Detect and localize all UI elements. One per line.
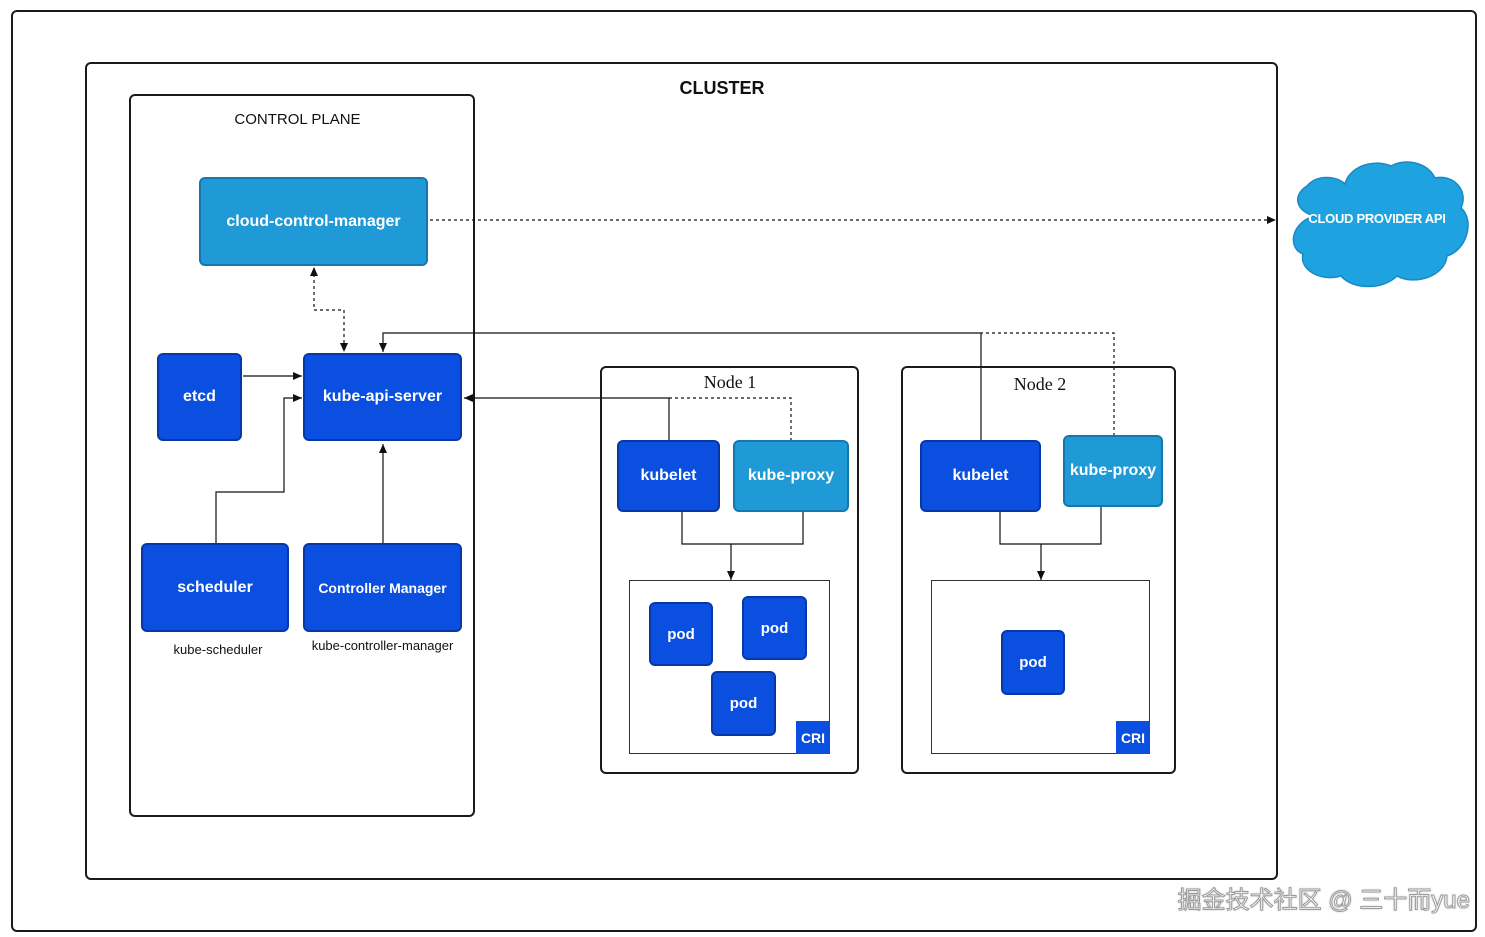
- cluster-title: CLUSTER: [679, 78, 765, 98]
- kube-api-server-box: kube-api-server: [303, 353, 462, 441]
- control-plane-frame: [129, 94, 475, 817]
- node1-kube-proxy-box: kube-proxy: [733, 440, 849, 512]
- node2-kubelet-api-line: [379, 332, 982, 441]
- node1-cri-label: CRI: [796, 721, 830, 754]
- cloud-provider-cloud: [1292, 161, 1469, 288]
- node1-frame: [600, 366, 859, 774]
- ccm-api-line: [310, 267, 348, 352]
- outer-frame: [11, 10, 1477, 932]
- control-plane-title: CONTROL PLANE: [234, 111, 361, 128]
- node2-proxy-api-line: [981, 332, 1115, 436]
- etcd-box: etcd: [157, 353, 242, 441]
- node2-pod-1: pod: [1001, 630, 1065, 695]
- node1-pod-2: pod: [742, 596, 807, 660]
- scheduler-box: scheduler: [141, 543, 289, 632]
- scheduler-caption: kube-scheduler: [173, 642, 263, 657]
- cloud-provider-label: CLOUD PROVIDER API: [1308, 211, 1446, 226]
- node1-title: Node 1: [703, 372, 757, 392]
- node2-cri-label: CRI: [1116, 721, 1150, 754]
- controller-manager-caption: kube-controller-manager: [311, 638, 454, 653]
- node1-pod-3: pod: [711, 671, 776, 736]
- node1-proxy-api-line: [669, 397, 792, 441]
- node2-title: Node 2: [1013, 374, 1067, 394]
- controller-manager-box: Controller Manager: [303, 543, 462, 632]
- node2-frame: [901, 366, 1176, 774]
- node2-kubelet-box: kubelet: [920, 440, 1041, 512]
- cluster-frame: [85, 62, 1278, 880]
- node1-pod-1: pod: [649, 602, 713, 666]
- node2-pod-line: [999, 507, 1102, 580]
- node2-kube-proxy-box: kube-proxy: [1063, 435, 1163, 507]
- watermark-text: 掘金技术社区 @ 三十而yue: [1177, 887, 1470, 915]
- scheduler-api-line: [215, 394, 302, 544]
- cloud-control-manager-box: cloud-control-manager: [199, 177, 428, 266]
- node1-kubelet-box: kubelet: [617, 440, 720, 512]
- node1-pod-line: [681, 512, 804, 580]
